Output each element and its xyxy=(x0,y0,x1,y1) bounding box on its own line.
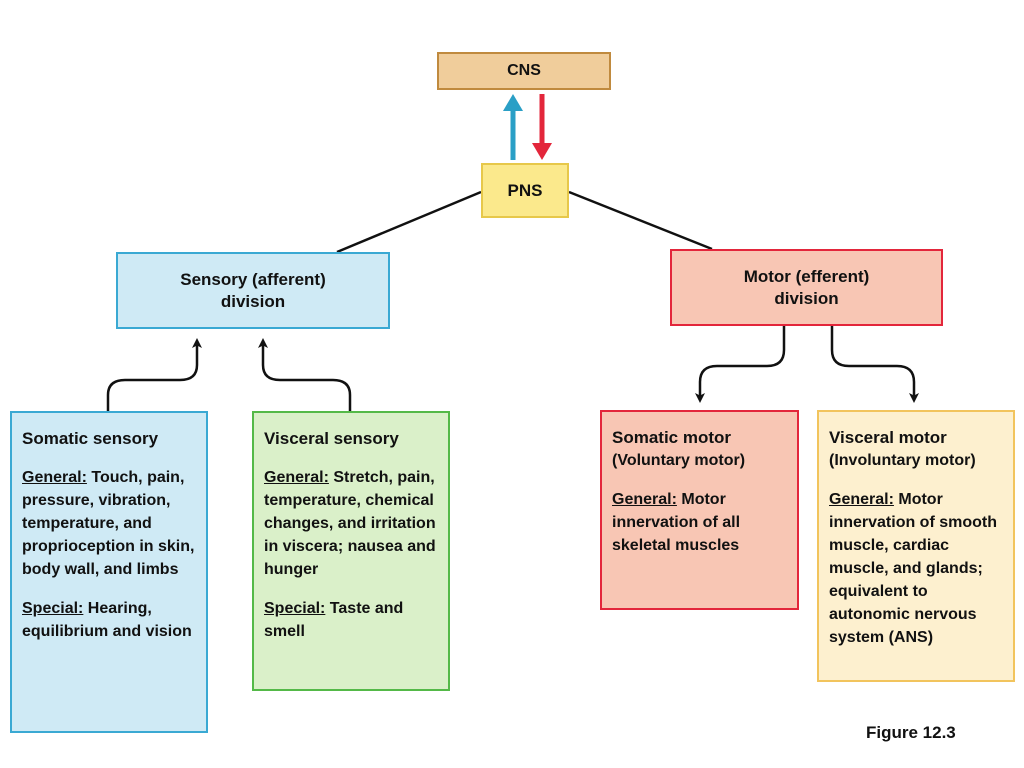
somatic-motor-general-text: Motor innervation of all skeletal muscle… xyxy=(612,491,741,554)
somatic-motor-general: General: Motor innervation of all skelet… xyxy=(612,488,787,557)
somatic-sensory-box: Somatic sensory General: Touch, pain, pr… xyxy=(10,411,208,733)
cns-label: CNS xyxy=(507,62,541,79)
pns-sensory-connector xyxy=(336,190,482,254)
somatic-sensory-special-text: Hearing, equilibrium and vision xyxy=(22,600,192,640)
general-label: General: xyxy=(264,469,329,486)
somatic-sensory-general: General: Touch, pain, pressure, vibratio… xyxy=(22,466,196,581)
visceral-sensory-general: General: Stretch, pain, temperature, che… xyxy=(264,466,438,581)
visceral-motor-arrow xyxy=(830,326,919,403)
motor-division-line2: division xyxy=(774,288,839,308)
cns-box: CNS xyxy=(437,52,611,90)
sensory-division-line2: division xyxy=(220,291,286,311)
visceral-sensory-general-text: Stretch, pain, temperature, chemical cha… xyxy=(264,469,436,578)
special-label: Special: xyxy=(264,600,326,617)
visceral-motor-box: Visceral motor (Involuntary motor) Gener… xyxy=(817,410,1015,682)
somatic-motor-subtitle: (Voluntary motor) xyxy=(612,452,746,469)
figure-label: Figure 12.3 xyxy=(866,723,956,742)
visceral-motor-title: Visceral motor xyxy=(829,428,947,447)
efferent-arrow-head xyxy=(532,143,552,160)
somatic-sensory-arrow xyxy=(106,338,202,411)
motor-division-line1: Motor (efferent) xyxy=(743,266,870,286)
sensory-division-line1: Sensory (afferent) xyxy=(180,269,326,289)
general-label: General: xyxy=(612,491,677,508)
sensory-division-box: Sensory (afferent) division xyxy=(116,252,390,329)
somatic-sensory-title: Somatic sensory xyxy=(22,429,159,448)
somatic-sensory-general-text: Touch, pain, pressure, vibration, temper… xyxy=(22,469,195,578)
visceral-motor-subtitle: (Involuntary motor) xyxy=(829,452,976,469)
visceral-sensory-special: Special: Taste and smell xyxy=(264,597,438,643)
visceral-sensory-box: Visceral sensory General: Stretch, pain,… xyxy=(252,411,450,691)
general-label: General: xyxy=(829,491,894,508)
visceral-sensory-title: Visceral sensory xyxy=(264,429,399,448)
visceral-sensory-arrow xyxy=(258,338,352,411)
somatic-motor-arrow xyxy=(695,326,786,403)
visceral-motor-general: General: Motor innervation of smooth mus… xyxy=(829,488,1003,649)
afferent-arrow-head xyxy=(503,94,523,111)
motor-division-box: Motor (efferent) division xyxy=(670,249,943,326)
pns-box: PNS xyxy=(481,163,569,218)
pns-label: PNS xyxy=(507,180,543,200)
special-label: Special: xyxy=(22,600,84,617)
somatic-motor-title: Somatic motor xyxy=(612,428,732,447)
visceral-motor-general-text: Motor innervation of smooth muscle, card… xyxy=(829,491,997,646)
somatic-sensory-special: Special: Hearing, equilibrium and vision xyxy=(22,597,196,643)
pns-motor-connector xyxy=(568,190,713,251)
general-label: General: xyxy=(22,469,87,486)
somatic-motor-box: Somatic motor (Voluntary motor) General:… xyxy=(600,410,799,610)
visceral-sensory-special-text: Taste and smell xyxy=(264,600,404,640)
